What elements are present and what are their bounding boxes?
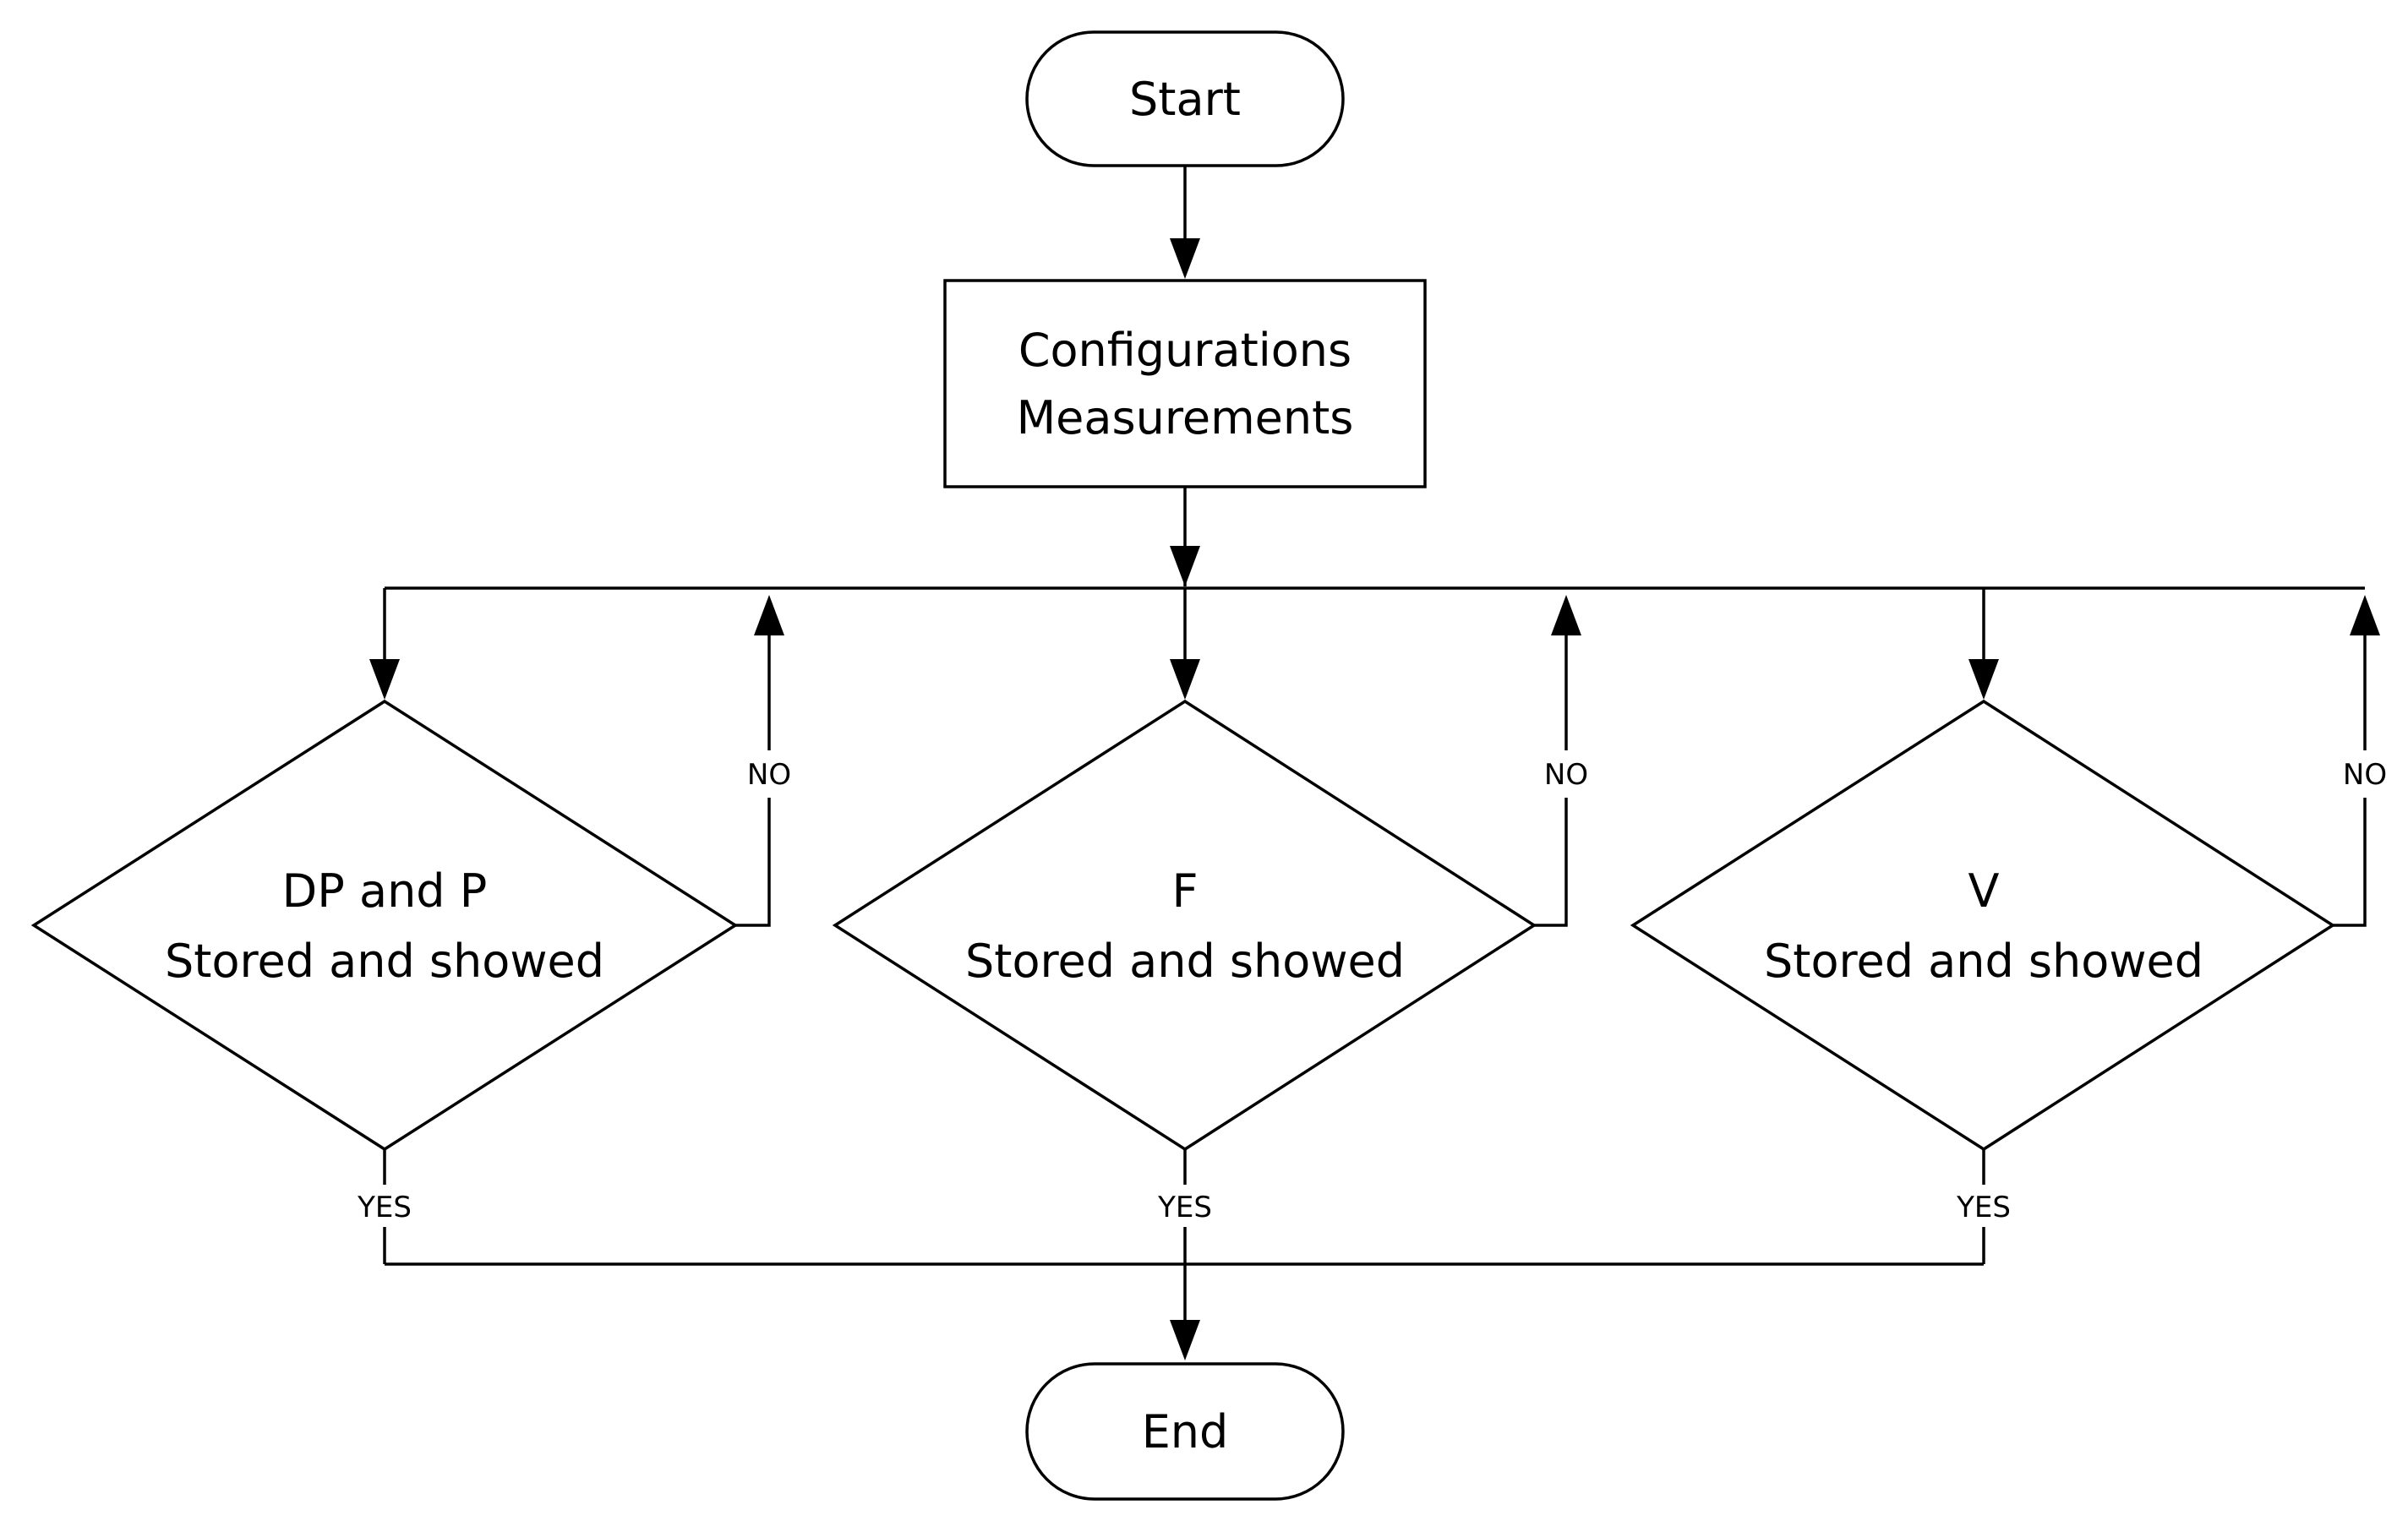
config-process-box[interactable] <box>943 279 1427 488</box>
no-v-label-bg <box>2338 750 2392 798</box>
arrow-bus-to-f <box>1170 659 1200 700</box>
config-line1: Configurations <box>1018 324 1351 377</box>
start-label: Start <box>1129 73 1241 126</box>
yes-v-label: YES <box>1956 1191 2011 1224</box>
decision-v[interactable] <box>1630 699 2336 1152</box>
decision-dp-p[interactable] <box>30 699 739 1152</box>
no-dp-label-bg <box>742 750 796 798</box>
no-f-label: NO <box>1544 758 1588 792</box>
arrow-config-to-bus <box>1170 546 1200 586</box>
decision-f-line2: Stored and showed <box>965 935 1405 988</box>
yes-f-label: YES <box>1157 1191 1212 1224</box>
decision-v-line2: Stored and showed <box>1764 935 2203 988</box>
arrow-no-v <box>2350 595 2380 635</box>
no-v-label: NO <box>2343 758 2387 792</box>
arrow-bus-to-v <box>1968 659 1999 700</box>
edge-no-f <box>1534 632 1568 927</box>
decision-dp-line1: DP and P <box>282 864 488 918</box>
yes-dp-label-bg <box>353 1185 416 1227</box>
arrow-bus-to-dp <box>369 659 400 700</box>
decision-v-line1: V <box>1968 864 2000 918</box>
arrow-no-f <box>1551 595 1581 635</box>
decision-f-line1: F <box>1171 864 1198 918</box>
yes-dp-label: YES <box>357 1191 412 1224</box>
end-terminator[interactable] <box>1025 1362 1345 1501</box>
yes-f-label-bg <box>1154 1185 1216 1227</box>
decision-dp-line2: Stored and showed <box>165 935 604 988</box>
arrow-start-to-config <box>1170 238 1200 279</box>
end-label: End <box>1142 1405 1229 1458</box>
arrow-no-dp <box>754 595 784 635</box>
arrow-bus-to-end <box>1170 1320 1200 1360</box>
no-f-label-bg <box>1539 750 1593 798</box>
decision-f[interactable] <box>832 699 1537 1152</box>
edge-no-v <box>2333 632 2367 927</box>
yes-v-label-bg <box>1952 1185 2015 1227</box>
no-dp-label: NO <box>747 758 791 792</box>
config-line2: Measurements <box>1017 391 1354 444</box>
edge-no-dp <box>735 632 771 927</box>
